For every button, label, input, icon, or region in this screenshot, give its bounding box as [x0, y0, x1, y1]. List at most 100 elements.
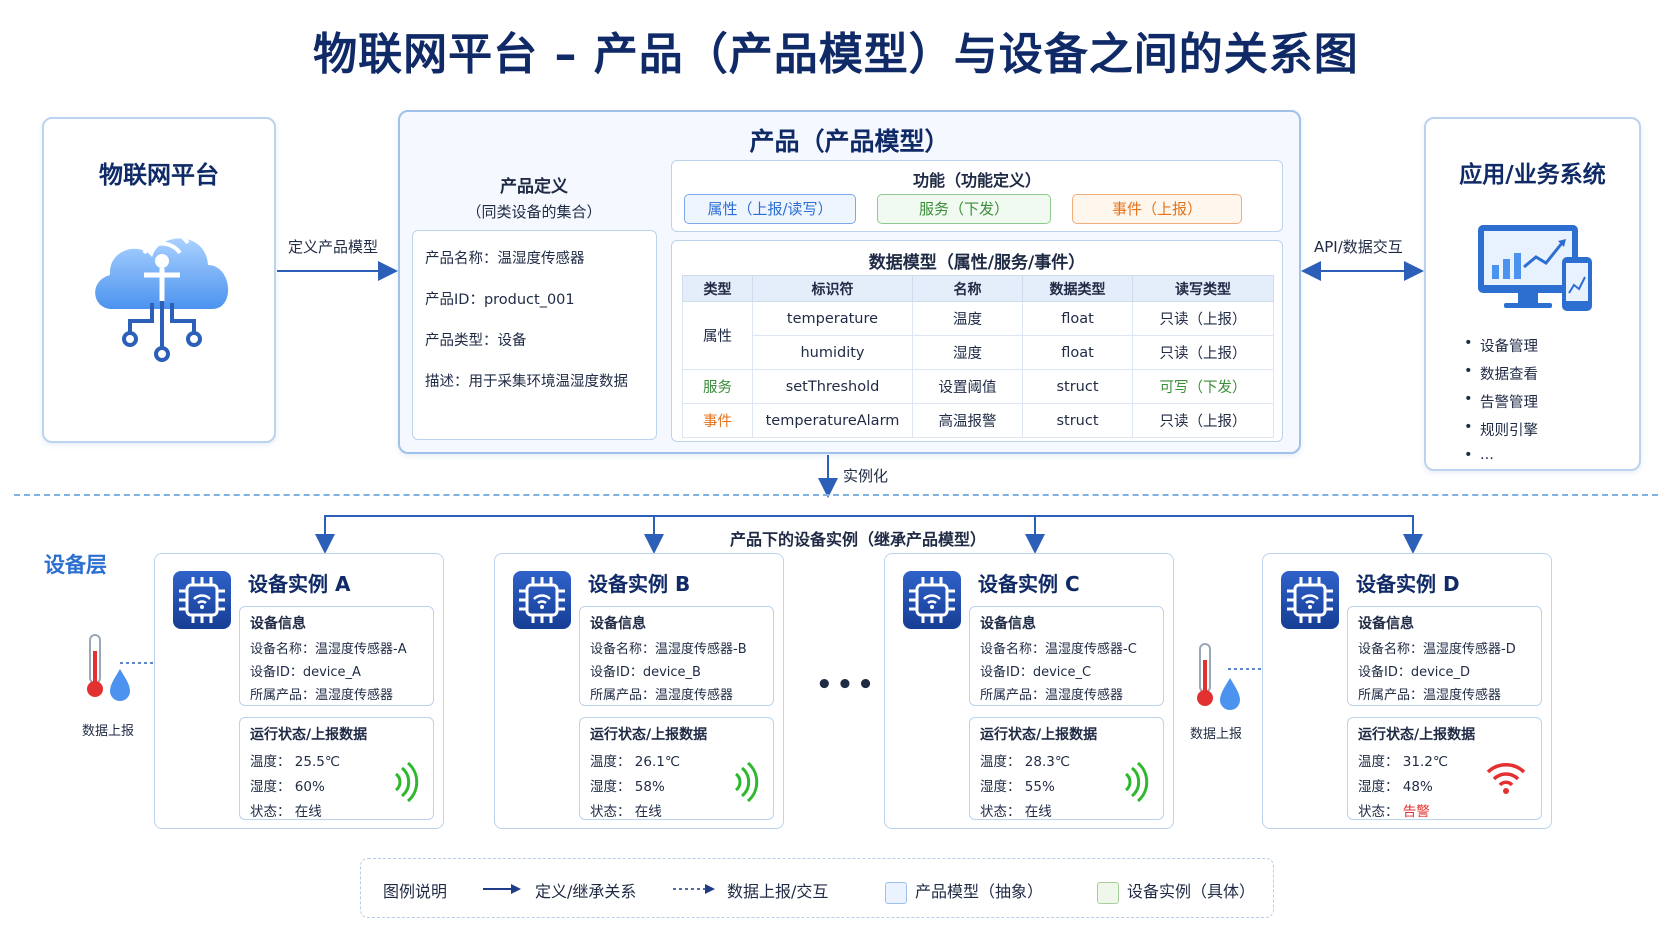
table-row: 事件 temperatureAlarm 高温报警 struct 只读（上报） [682, 403, 1274, 438]
device-title: 设备实例 B [588, 572, 691, 596]
list-item: 告警管理 [1464, 391, 1538, 412]
device-id: 设备ID：device_C [980, 665, 1092, 680]
column-header: 类型 [682, 275, 753, 302]
device-id: 设备ID：device_A [250, 665, 361, 680]
device-info-box: 设备信息 设备名称：温湿度传感器-D 设备ID：device_D 所属产品：温湿… [1347, 606, 1542, 706]
info-heading: 设备信息 [250, 616, 306, 632]
app-title: 应用/业务系统 [1459, 162, 1606, 188]
device-info-box: 设备信息 设备名称：温湿度传感器-C 设备ID：device_C 所属产品：温湿… [969, 606, 1164, 706]
row-rw: 只读（上报） [1132, 335, 1274, 370]
device-run-box: 运行状态/上报数据 温度： 28.3℃ 湿度： 55% 状态： 在线 [969, 717, 1164, 820]
row-name: 温度 [912, 301, 1023, 336]
dotted-arrow-icon [673, 884, 715, 894]
instance-swatch [1097, 881, 1119, 904]
row-name: 设置阈值 [912, 369, 1023, 404]
product-model-panel: 产品（产品模型） 产品定义 （同类设备的集合） 产品名称：温湿度传感器 产品ID… [398, 110, 1301, 454]
list-item: 设备管理 [1464, 335, 1538, 356]
device-info-box: 设备信息 设备名称：温湿度传感器-A 设备ID：device_A 所属产品：温湿… [239, 606, 434, 706]
device-product: 所属产品：温湿度传感器 [250, 688, 394, 703]
temp-value: 25.5℃ [294, 754, 341, 770]
row-rw: 可写（下发） [1132, 369, 1274, 404]
define-edge-label: 定义产品模型 [288, 238, 379, 256]
state-key: 状态： [250, 804, 291, 820]
functions-title: 功能（功能定义） [912, 171, 1041, 190]
row-id: temperatureAlarm [752, 403, 913, 438]
temp-value: 28.3℃ [1024, 754, 1071, 770]
table-header-row: 类型 标识符 名称 数据类型 读写类型 [682, 275, 1274, 302]
device-card-a: 设备实例 A 设备信息 设备名称：温湿度传感器-A 设备ID：device_A … [154, 553, 444, 829]
row-name: 高温报警 [912, 403, 1023, 438]
state-value: 在线 [294, 804, 322, 820]
hum-value: 60% [294, 779, 325, 795]
legend-instance-item: 设备实例（具体） [1097, 878, 1255, 904]
definition-subheading: （同类设备的集合） [466, 203, 602, 221]
wifi-alarm-icon [1486, 763, 1526, 794]
product-desc: 描述：用于采集环境温湿度数据 [425, 374, 628, 390]
cloud-network-icon [82, 209, 242, 369]
state-key: 状态： [590, 804, 631, 820]
product-name: 产品名称：温湿度传感器 [425, 251, 585, 267]
hum-value: 58% [634, 779, 665, 795]
legend: 图例说明 定义/继承关系 数据上报/交互 产品模型（抽象） 设备实例（具体） [360, 858, 1274, 918]
instantiate-edge-label: 实例化 [843, 467, 889, 485]
column-header: 名称 [912, 275, 1023, 302]
row-name: 湿度 [912, 335, 1023, 370]
dashboard-monitor-icon [1478, 225, 1592, 311]
property-chip: 属性（上报/读写） [684, 194, 856, 224]
hum-value: 55% [1024, 779, 1055, 795]
model-swatch [885, 881, 907, 904]
instances-label: 产品下的设备实例（继承产品模型） [729, 530, 986, 549]
platform-panel: 物联网平台 [42, 117, 276, 443]
device-name: 设备名称：温湿度传感器-B [590, 642, 747, 657]
thermometer-droplet-icon [1197, 643, 1240, 710]
column-header: 读写类型 [1132, 275, 1274, 302]
signal-online-icon [394, 762, 419, 802]
info-heading: 设备信息 [590, 616, 646, 632]
chip-wifi-icon [1281, 571, 1339, 629]
device-title: 设备实例 C [978, 572, 1080, 596]
app-system-panel: 应用/业务系统 设备管理 数据查看 告警管理 规则引擎 ... [1424, 117, 1641, 471]
hum-key: 湿度： [980, 779, 1021, 795]
state-key: 状态： [980, 804, 1021, 820]
device-run-box: 运行状态/上报数据 温度： 26.1℃ 湿度： 58% 状态： 在线 [579, 717, 774, 820]
row-dtype: struct [1022, 403, 1133, 438]
sensor-label: 数据上报 [82, 724, 135, 739]
temp-value: 26.1℃ [634, 754, 681, 770]
temp-key: 温度： [590, 754, 631, 770]
row-rw: 只读（上报） [1132, 403, 1274, 438]
row-type: 事件 [682, 403, 753, 438]
device-card-b: 设备实例 B 设备信息 设备名称：温湿度传感器-B 设备ID：device_B … [494, 553, 784, 829]
more-devices-ellipsis: ••• [816, 670, 878, 700]
product-definition-header: 产品定义 （同类设备的集合） [414, 172, 654, 222]
legend-model-label: 产品模型（抽象） [915, 882, 1044, 901]
device-product: 所属产品：温湿度传感器 [590, 688, 734, 703]
device-product: 所属产品：温湿度传感器 [1358, 688, 1502, 703]
functions-box: 功能（功能定义） 属性（上报/读写） 服务（下发） 事件（上报） [671, 160, 1283, 232]
column-header: 标识符 [752, 275, 913, 302]
hum-key: 湿度： [1358, 779, 1399, 795]
table-row: 属性 temperature 温度 float 只读（上报） [682, 301, 1274, 370]
row-dtype: struct [1022, 369, 1133, 404]
temp-value: 31.2℃ [1402, 754, 1449, 770]
row-id: setThreshold [752, 369, 913, 404]
row-id: temperature [752, 301, 913, 336]
device-run-box: 运行状态/上报数据 温度： 25.5℃ 湿度： 60% 状态： 在线 [239, 717, 434, 820]
legend-dotted-label: 数据上报/交互 [727, 882, 829, 901]
table-row: humidity 湿度 float 只读（上报） [683, 335, 1274, 370]
layer-separator [14, 494, 1658, 496]
device-card-c: 设备实例 C 设备信息 设备名称：温湿度传感器-C 设备ID：device_C … [884, 553, 1174, 829]
data-model-table: 类型 标识符 名称 数据类型 读写类型 属性 temperature 温度 fl… [682, 275, 1274, 438]
device-layer-label: 设备层 [44, 553, 107, 577]
list-item: 规则引擎 [1464, 419, 1538, 440]
legend-title: 图例说明 [383, 882, 448, 901]
row-type: 属性 [682, 301, 753, 370]
row-dtype: float [1022, 301, 1133, 336]
device-name: 设备名称：温湿度传感器-C [980, 642, 1137, 657]
device-info-box: 设备信息 设备名称：温湿度传感器-B 设备ID：device_B 所属产品：温湿… [579, 606, 774, 706]
row-rw: 只读（上报） [1132, 301, 1274, 336]
state-key: 状态： [1358, 804, 1399, 820]
run-heading: 运行状态/上报数据 [590, 727, 708, 743]
data-model-title: 数据模型（属性/服务/事件） [868, 253, 1086, 273]
row-type: 服务 [682, 369, 753, 404]
solid-arrow-icon [483, 884, 521, 894]
